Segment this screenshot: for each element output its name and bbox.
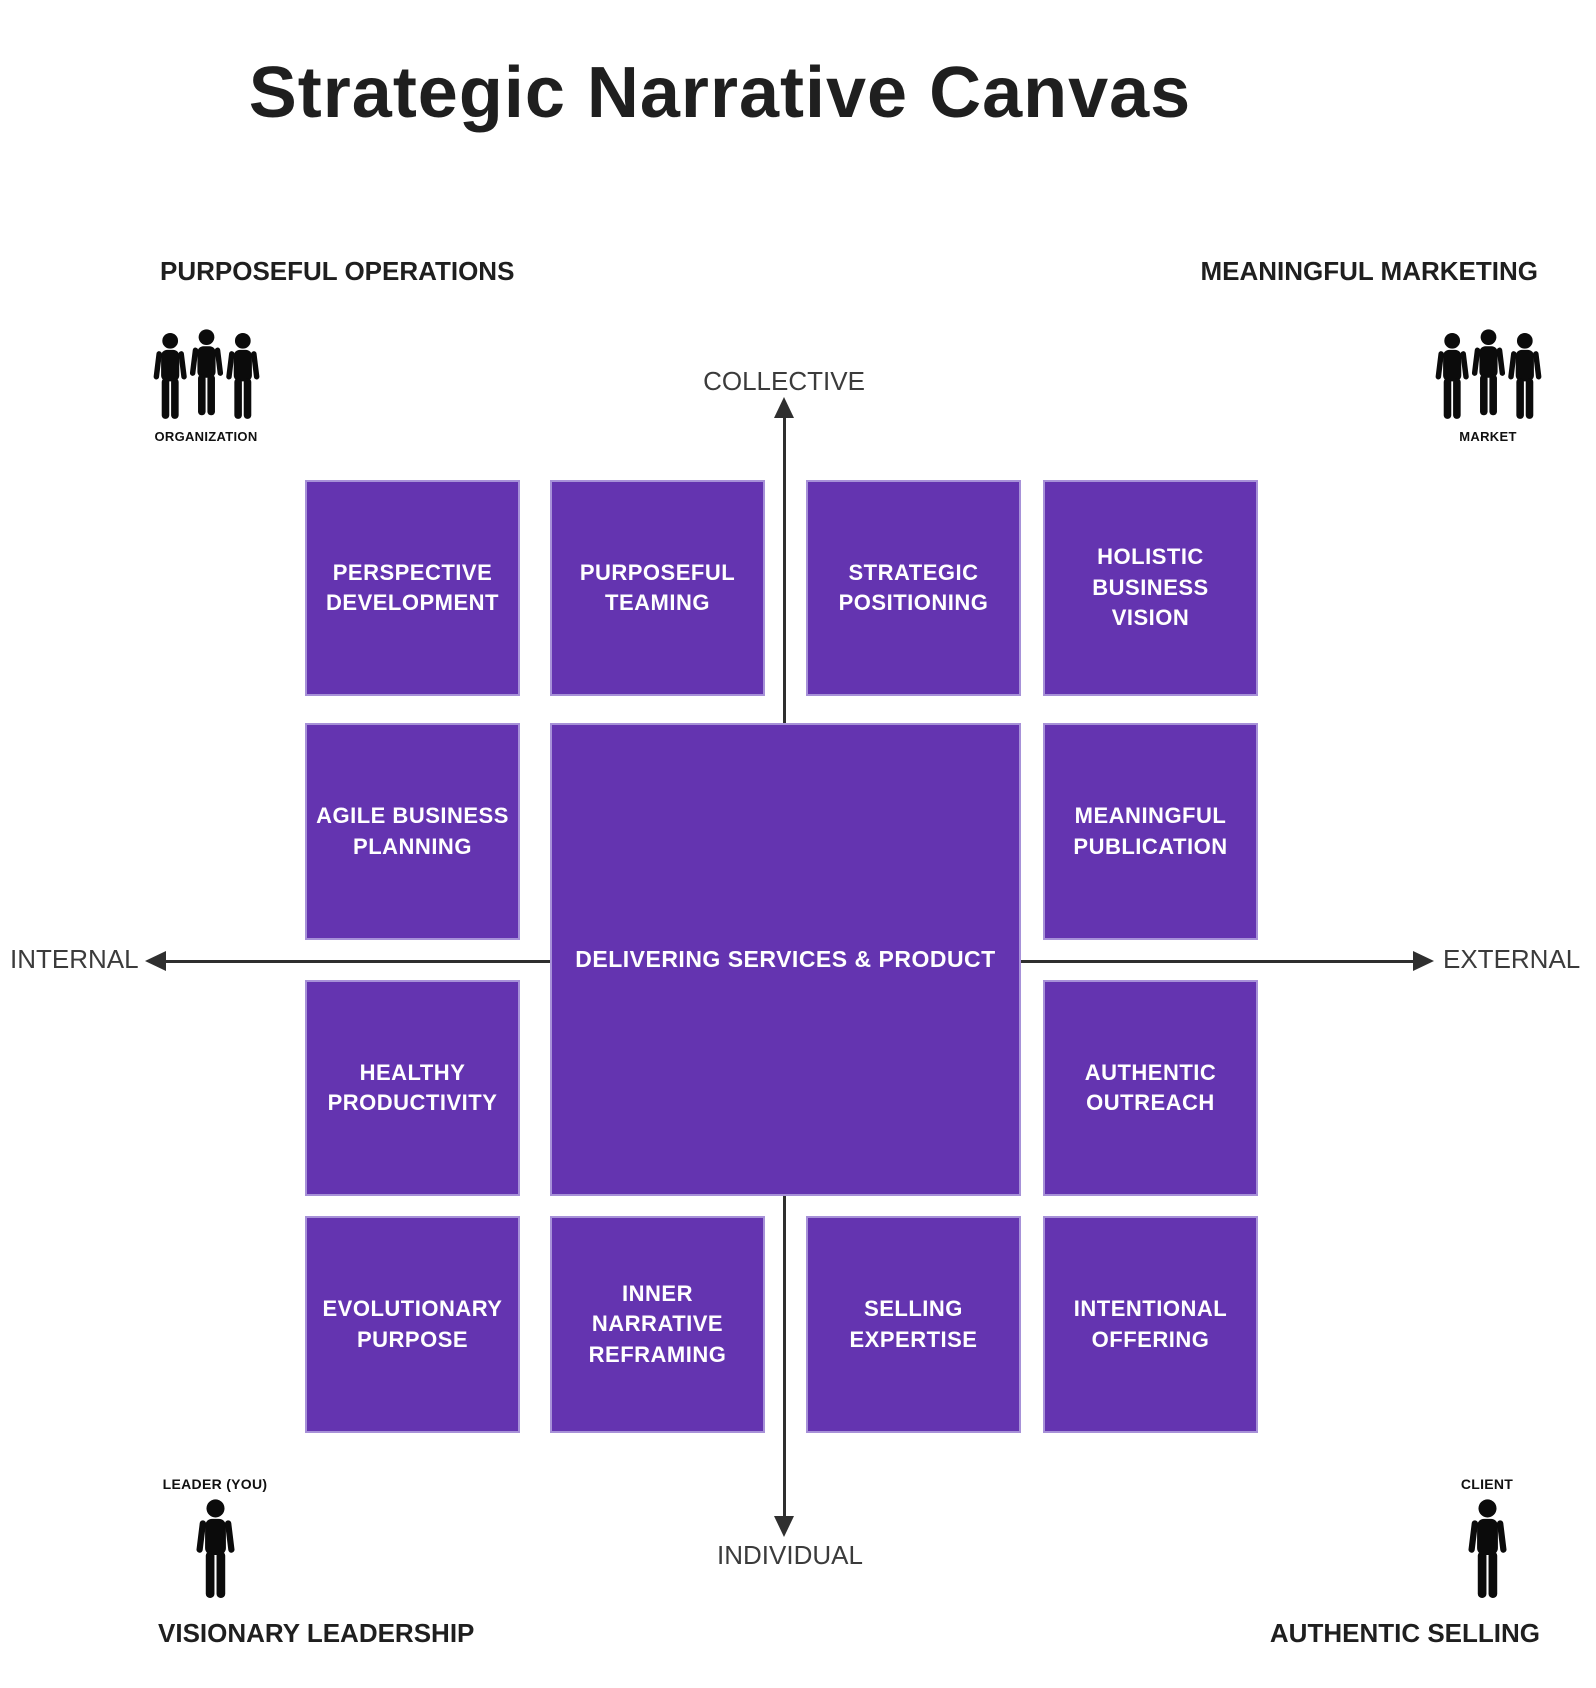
arrow-up-icon (774, 397, 794, 418)
cell-label: INTENTIONAL OFFERING (1073, 1296, 1228, 1352)
quadrant-label-visionary-leadership: VISIONARY LEADERSHIP (158, 1618, 475, 1648)
quadrant-label-meaningful-marketing: MEANINGFUL MARKETING (1200, 256, 1538, 286)
cell-delivering-services-product: DELIVERING SERVICES & PRODUCT (550, 723, 1021, 1196)
people-group-icon (152, 329, 260, 419)
cell-selling-expertise: SELLING EXPERTISE (806, 1216, 1021, 1433)
axis-label-collective: COLLECTIVE (703, 366, 865, 396)
actor-market-label: MARKET (1459, 429, 1517, 444)
person-icon (1467, 1499, 1507, 1598)
cell-label: PURPOSEFUL TEAMING (579, 559, 736, 615)
actor-client: CLIENT (1425, 1476, 1549, 1598)
axis-label-external: EXTERNAL (1443, 944, 1581, 974)
cell-label: HEALTHY PRODUCTIVITY (327, 1059, 498, 1115)
cell-perspective-development: PERSPECTIVE DEVELOPMENT (305, 480, 520, 696)
quadrant-label-authentic-selling: AUTHENTIC SELLING (1269, 1618, 1540, 1648)
page-title: Strategic Narrative Canvas (248, 53, 1192, 133)
actor-organization: ORGANIZATION (144, 328, 268, 444)
cell-label: STRATEGIC POSITIONING (838, 559, 989, 615)
cell-purposeful-teaming: PURPOSEFUL TEAMING (550, 480, 765, 696)
people-group-icon (1434, 329, 1542, 419)
actor-client-label: CLIENT (1460, 1476, 1514, 1492)
cell-authentic-outreach: AUTHENTIC OUTREACH (1043, 980, 1258, 1196)
cell-evolutionary-purpose: EVOLUTIONARY PURPOSE (305, 1216, 520, 1433)
quadrant-label-purposeful-operations: PURPOSEFUL OPERATIONS (160, 256, 515, 286)
cell-label: AUTHENTIC OUTREACH (1084, 1059, 1217, 1115)
arrow-left-icon (145, 951, 166, 971)
cell-agile-business-planning: AGILE BUSINESS PLANNING (305, 723, 520, 940)
cell-label: AGILE BUSINESS PLANNING (316, 803, 509, 859)
actor-leader: LEADER (YOU) (153, 1476, 277, 1598)
cell-label: DELIVERING SERVICES & PRODUCT (575, 945, 996, 972)
actor-leader-label: LEADER (YOU) (162, 1476, 268, 1492)
cell-label: PERSPECTIVE DEVELOPMENT (326, 559, 499, 615)
cell-holistic-business-vision: HOLISTIC BUSINESS VISION (1043, 480, 1258, 696)
cell-intentional-offering: INTENTIONAL OFFERING (1043, 1216, 1258, 1433)
axis-label-individual: INDIVIDUAL (717, 1540, 863, 1570)
cell-strategic-positioning: STRATEGIC POSITIONING (806, 480, 1021, 696)
cell-label: MEANINGFUL PUBLICATION (1073, 803, 1228, 859)
cell-label: EVOLUTIONARY PURPOSE (322, 1296, 503, 1352)
person-icon (195, 1499, 235, 1598)
cell-inner-narrative-reframing: INNER NARRATIVE REFRAMING (550, 1216, 765, 1433)
arrow-right-icon (1413, 951, 1434, 971)
cell-meaningful-publication: MEANINGFUL PUBLICATION (1043, 723, 1258, 940)
axis-label-internal: INTERNAL (10, 944, 139, 974)
actor-market: MARKET (1426, 328, 1550, 444)
arrow-down-icon (774, 1516, 794, 1537)
cell-label: HOLISTIC BUSINESS VISION (1092, 544, 1209, 631)
actor-organization-label: ORGANIZATION (154, 429, 258, 444)
cell-healthy-productivity: HEALTHY PRODUCTIVITY (305, 980, 520, 1196)
cell-label: SELLING EXPERTISE (849, 1296, 978, 1352)
cell-label: INNER NARRATIVE REFRAMING (588, 1280, 727, 1367)
